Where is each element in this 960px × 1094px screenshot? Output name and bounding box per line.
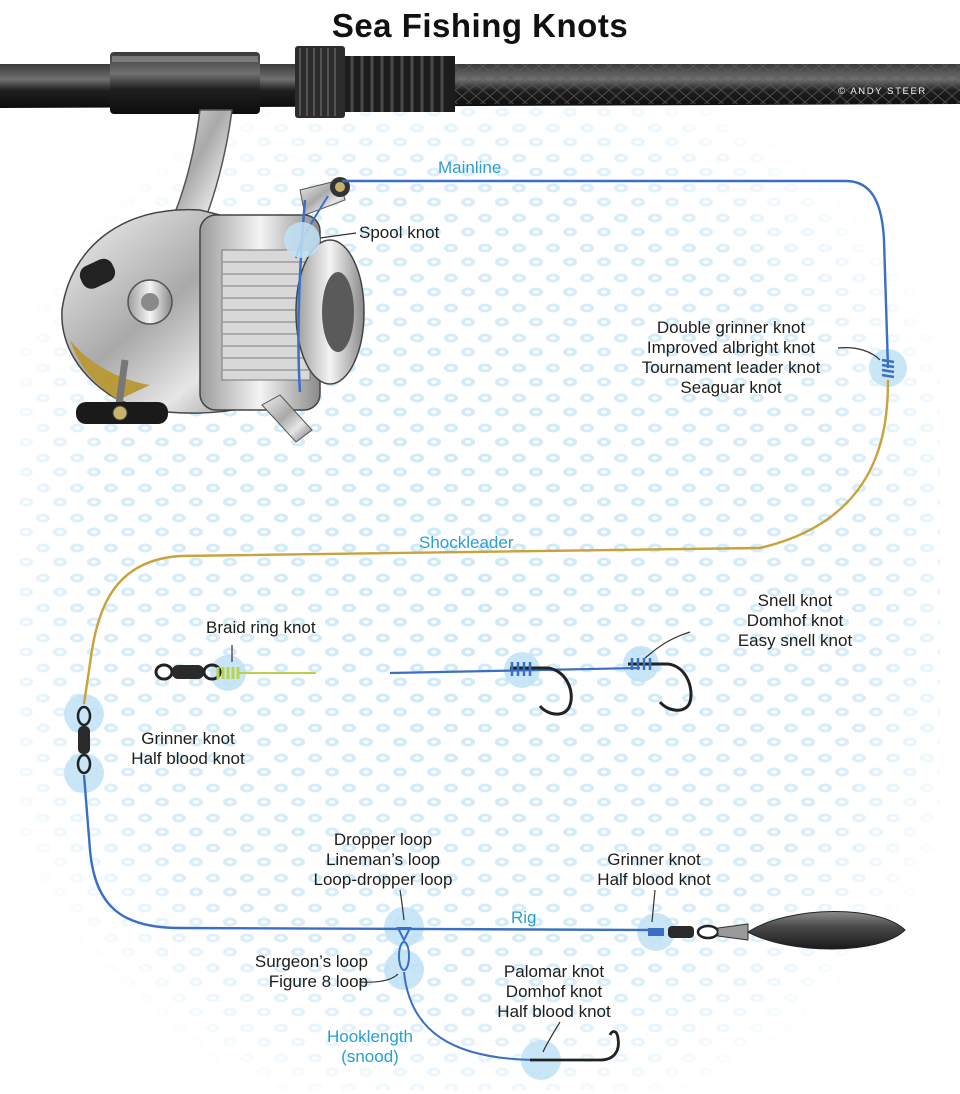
knot-name: Domhof knot	[746, 611, 844, 630]
leader-join-knots-label: Double grinner knot Improved albright kn…	[606, 318, 856, 398]
fishing-rod	[0, 46, 960, 118]
left-swivel	[76, 705, 92, 775]
hooklength-path	[403, 971, 541, 1061]
knot-name: Tournament leader knot	[641, 358, 821, 377]
snell-hooks	[389, 658, 693, 716]
knot-name: Double grinner knot	[656, 318, 806, 337]
mainline-path	[342, 179, 890, 369]
dropper-loop-knot	[396, 927, 412, 971]
artist-credit: © ANDY STEER	[838, 86, 927, 97]
rig-path	[82, 774, 661, 932]
braid-ring-knot-label: Braid ring knot	[206, 618, 316, 637]
spool-knot-marker	[284, 222, 320, 258]
hooklength-label: Hooklength (snood)	[314, 1027, 426, 1067]
rig-hook	[530, 1030, 620, 1062]
knot-name: Seaguar knot	[680, 378, 782, 397]
braid-ring-assembly	[154, 663, 316, 681]
knot-name: Palomar knot	[503, 962, 605, 981]
snell-knots-label: Snell knot Domhof knot Easy snell knot	[712, 591, 878, 651]
page-title: Sea Fishing Knots	[331, 7, 629, 44]
dropper-knots-label: Dropper loop Lineman’s loop Loop-dropper…	[290, 830, 476, 890]
knot-name: Easy snell knot	[737, 631, 853, 650]
hooklength-label-line: Hooklength	[326, 1027, 413, 1046]
mainline-label: Mainline	[438, 158, 502, 177]
knot-name: Grinner knot	[607, 850, 701, 869]
knot-name: Half blood knot	[597, 870, 711, 889]
knot-name: Domhof knot	[505, 982, 603, 1001]
knot-name: Half blood knot	[497, 1002, 611, 1021]
swivel-knots-label: Grinner knot Half blood knot	[108, 729, 268, 769]
rig-label: Rig	[511, 908, 537, 927]
weight-swivel-knots-label: Grinner knot Half blood knot	[578, 850, 730, 890]
hooklength-label-line: (snood)	[341, 1047, 399, 1066]
knot-name: Snell knot	[757, 591, 833, 610]
swivel-top-marker	[64, 694, 104, 734]
spool-knot-label: Spool knot	[359, 223, 440, 242]
spinning-reel	[61, 109, 365, 443]
knot-name: Improved albright knot	[646, 338, 816, 357]
lead-weight-assembly	[648, 911, 906, 950]
leader-lines	[231, 232, 881, 1053]
knot-name: Grinner knot	[141, 729, 235, 748]
knot-name: Lineman’s loop	[325, 850, 441, 869]
knot-name: Loop-dropper loop	[313, 870, 453, 889]
loop-knots-label: Surgeon’s loop Figure 8 loop	[218, 952, 368, 992]
shockleader-path	[82, 379, 890, 705]
knot-name: Half blood knot	[131, 749, 245, 768]
shockleader-label: Shockleader	[419, 533, 514, 552]
knot-name: Figure 8 loop	[268, 972, 368, 991]
leader-join-knot	[881, 358, 895, 379]
hook-knots-label: Palomar knot Domhof knot Half blood knot	[474, 962, 634, 1022]
knot-name: Dropper loop	[333, 830, 433, 849]
knot-name: Surgeon’s loop	[254, 952, 368, 971]
